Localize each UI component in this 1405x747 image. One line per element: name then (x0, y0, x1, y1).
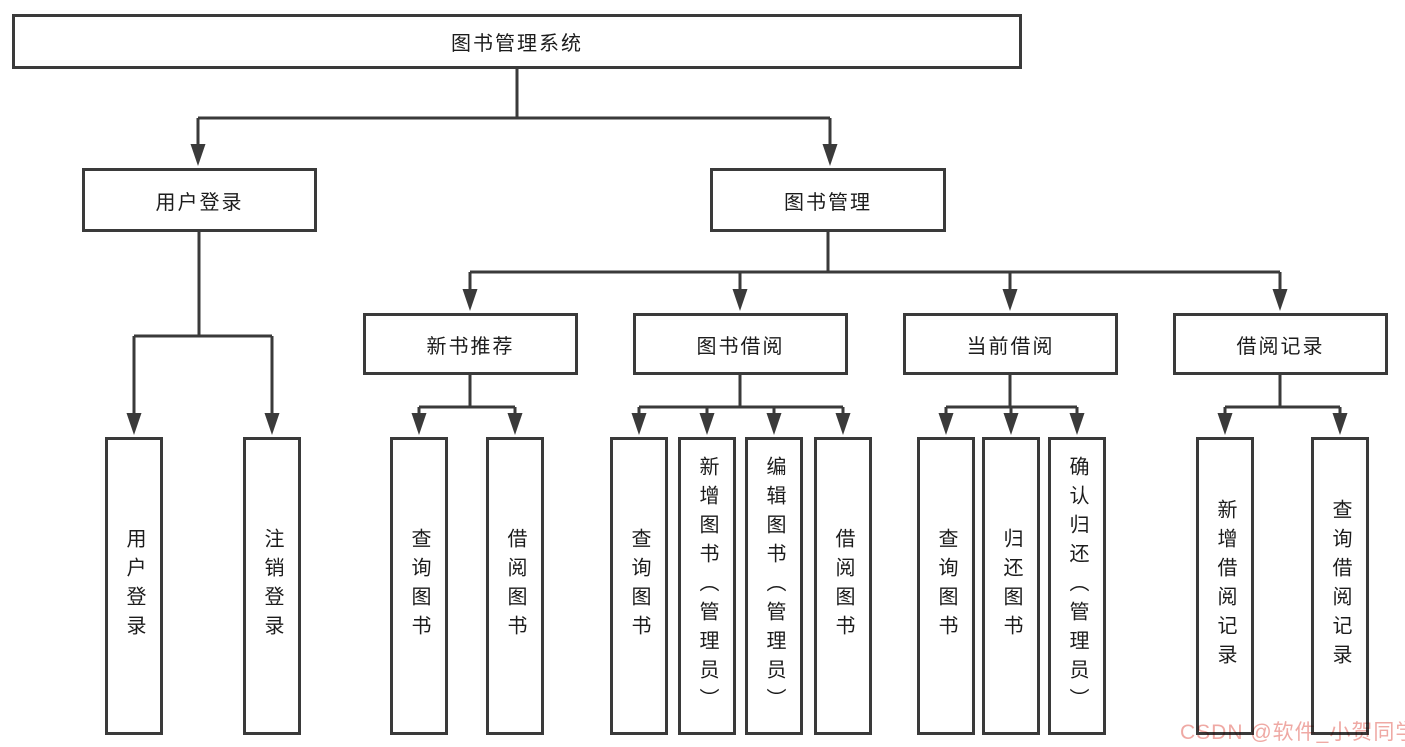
leaf-add-borrow-record: 新增借阅记录 (1196, 437, 1254, 735)
csdn-watermark: CSDN @软件_小贺同学 (1180, 721, 1405, 744)
leaf-borrow-book: 借阅图书 (814, 437, 872, 735)
leaf-confirm-return-admin: 确认归还（管理员） (1048, 437, 1106, 735)
leaf-user-login: 用户登录 (105, 437, 163, 735)
node-new-book-recommend: 新书推荐 (363, 313, 578, 375)
node-book-borrowing: 图书借阅 (633, 313, 848, 375)
leaf-add-book-admin: 新增图书（管理员） (678, 437, 736, 735)
leaf-query-book-current: 查询图书 (917, 437, 975, 735)
leaf-edit-book-admin: 编辑图书（管理员） (745, 437, 803, 735)
node-user-login-branch: 用户登录 (82, 168, 317, 232)
leaf-query-book-borrowing: 查询图书 (610, 437, 668, 735)
node-root-library-system: 图书管理系统 (12, 14, 1022, 69)
leaf-borrow-book-recommend: 借阅图书 (486, 437, 544, 735)
leaf-logout: 注销登录 (243, 437, 301, 735)
node-book-management: 图书管理 (710, 168, 946, 232)
leaf-query-book-recommend: 查询图书 (390, 437, 448, 735)
leaf-query-borrow-record: 查询借阅记录 (1311, 437, 1369, 735)
arrowheads (126, 144, 1348, 435)
node-borrow-records: 借阅记录 (1173, 313, 1388, 375)
leaf-return-book: 归还图书 (982, 437, 1040, 735)
node-current-borrowing: 当前借阅 (903, 313, 1118, 375)
